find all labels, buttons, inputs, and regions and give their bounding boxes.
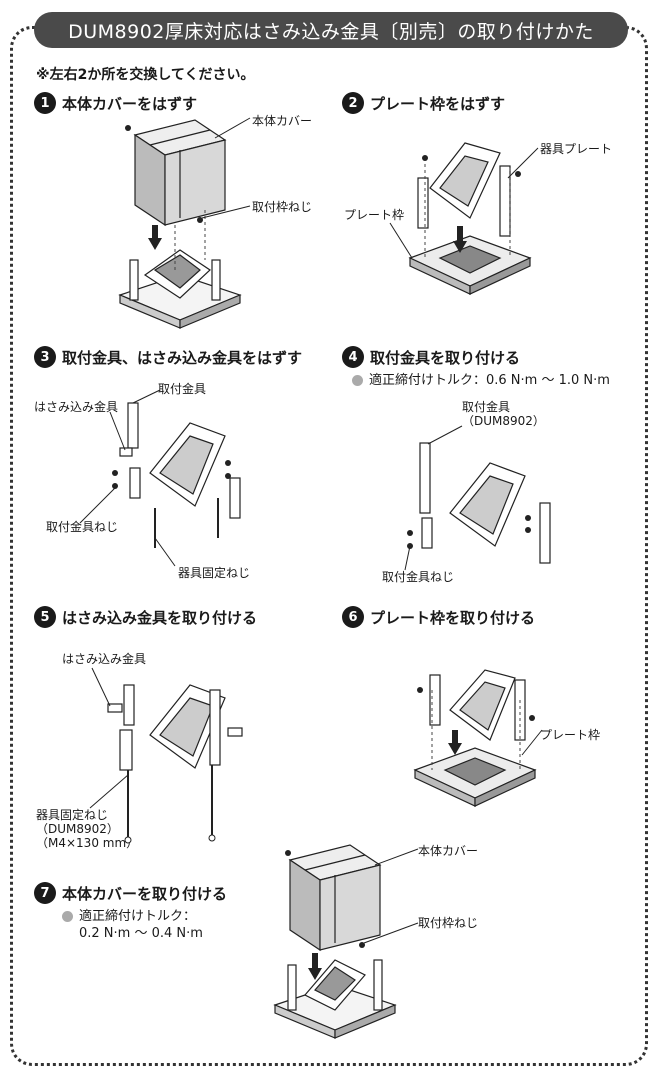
label-cover-1: 本体カバー xyxy=(252,114,313,128)
step-label: プレート枠をはずす xyxy=(370,94,506,113)
step-6-illustration xyxy=(413,669,543,807)
screw-icon xyxy=(529,715,535,721)
screw-icon xyxy=(525,527,531,533)
step-number: 3 xyxy=(34,346,56,368)
label-clamp-5: はさみ込み金具 xyxy=(62,652,147,666)
screw-icon xyxy=(112,470,118,476)
label-cover-7: 本体カバー xyxy=(418,844,479,858)
step-7-heading: 7 本体カバーを取り付ける xyxy=(34,882,227,904)
arrow-down-icon xyxy=(308,953,322,980)
label-fixing-screw-3: 器具固定ねじ xyxy=(178,566,251,580)
step-label: 本体カバーを取り付ける xyxy=(62,884,228,903)
instruction-note: ※左右2か所を交換してください。 xyxy=(36,67,255,83)
screw-icon xyxy=(417,687,423,693)
screw-icon xyxy=(359,942,365,948)
step-number: 7 xyxy=(34,882,56,904)
screw-icon xyxy=(285,850,291,856)
torque-text: 適正締付けトルク： 0.2 N·m ～ 0.4 N·m xyxy=(79,908,203,942)
step-6-heading: 6 プレート枠を取り付ける xyxy=(342,606,535,628)
screw-icon xyxy=(525,515,531,521)
step-3-illustration xyxy=(79,389,241,567)
step-number: 1 xyxy=(34,92,56,114)
step-5-illustration xyxy=(89,667,243,844)
label-clamp-3: はさみ込み金具 xyxy=(34,400,119,414)
arrow-up-icon xyxy=(148,225,162,250)
step-label: 取付金具、はさみ込み金具をはずす xyxy=(62,348,303,367)
screw-icon xyxy=(125,125,131,131)
label-bracket-model-4: 取付金具 （DUM8902） xyxy=(462,400,545,428)
arrow-up-icon xyxy=(448,730,462,755)
step-3-heading: 3 取付金具、はさみ込み金具をはずす xyxy=(34,346,302,368)
title-text: DUM8902厚床対応はさみ込み金具〔別売〕の取り付けかた xyxy=(68,20,594,43)
torque-text: 適正締付けトルク：0.6 N·m ～ 1.0 N·m xyxy=(369,373,610,388)
step-4-heading: 4 取付金具を取り付ける xyxy=(342,346,520,368)
screw-icon xyxy=(407,530,413,536)
step-number: 2 xyxy=(342,92,364,114)
step-label: はさみ込み金具を取り付ける xyxy=(62,608,258,627)
screw-icon xyxy=(225,473,231,479)
label-bracket-screw-3: 取付金具ねじ xyxy=(46,520,119,534)
bullet-dot xyxy=(62,911,73,922)
screw-icon xyxy=(197,217,203,223)
step-number: 4 xyxy=(342,346,364,368)
step-4-illustration xyxy=(404,425,551,571)
step-1-illustration xyxy=(118,117,251,329)
screw-icon xyxy=(422,155,428,161)
label-bracket-screw-4: 取付金具ねじ xyxy=(382,570,455,584)
step-label: プレート枠を取り付ける xyxy=(370,608,536,627)
label-frame-screw-7: 取付枠ねじ xyxy=(418,916,479,930)
label-plate-frame-2: プレート枠 xyxy=(344,208,405,222)
step-number: 5 xyxy=(34,606,56,628)
torque-spec-step4: 適正締付けトルク：0.6 N·m ～ 1.0 N·m xyxy=(352,372,610,389)
step-label: 取付金具を取り付ける xyxy=(370,348,521,367)
page-title: DUM8902厚床対応はさみ込み金具〔別売〕の取り付けかた xyxy=(34,12,628,48)
label-bracket-3: 取付金具 xyxy=(158,382,207,396)
arrow-down-icon xyxy=(453,226,467,253)
label-plate-frame-6: プレート枠 xyxy=(540,728,601,742)
screw-icon xyxy=(112,483,118,489)
screw-icon xyxy=(515,171,521,177)
step-7-illustration xyxy=(273,844,419,1039)
step-2-heading: 2 プレート枠をはずす xyxy=(342,92,505,114)
label-frame-screw-1: 取付枠ねじ xyxy=(252,200,313,214)
screw-icon xyxy=(225,460,231,466)
step-5-heading: 5 はさみ込み金具を取り付ける xyxy=(34,606,257,628)
torque-line-1: 適正締付けトルク： xyxy=(79,909,197,924)
torque-spec-step7: 適正締付けトルク： 0.2 N·m ～ 0.4 N·m xyxy=(62,908,203,942)
torque-line-2: 0.2 N·m ～ 0.4 N·m xyxy=(79,926,203,941)
step-1-heading: 1 本体カバーをはずす xyxy=(34,92,197,114)
label-fixture-plate: 器具プレート xyxy=(540,142,613,156)
step-label: 本体カバーをはずす xyxy=(62,94,198,113)
step-number: 6 xyxy=(342,606,364,628)
step-2-illustration xyxy=(389,142,539,295)
bullet-dot xyxy=(352,375,363,386)
